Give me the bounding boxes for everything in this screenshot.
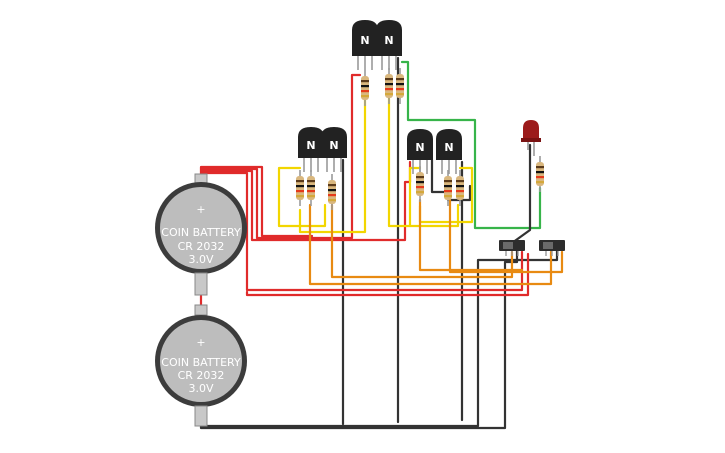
resistor[interactable]	[296, 170, 304, 206]
transistor-label: N	[384, 34, 393, 47]
resistors	[296, 68, 544, 210]
battery-voltage: 3.0V	[188, 382, 213, 395]
transistor-pair-left: N N	[298, 127, 347, 172]
led-rim	[521, 138, 541, 142]
wire-green[interactable]	[400, 60, 542, 230]
battery-label: COIN BATTERY	[161, 226, 241, 239]
battery-face	[160, 320, 242, 402]
transistor-q2[interactable]: N	[376, 20, 402, 70]
wire-yellow-4[interactable]	[408, 166, 422, 228]
transistor-label: N	[360, 34, 369, 47]
coin-battery-2[interactable]: + COIN BATTERY CR 2032 3.0V	[155, 304, 247, 427]
transistor-pair-top: N N	[352, 20, 402, 70]
battery-voltage: 3.0V	[188, 253, 213, 266]
resistor[interactable]	[307, 170, 315, 206]
led-body	[523, 120, 539, 140]
battery-terminal-bottom	[194, 272, 208, 296]
battery-terminal-bottom	[194, 405, 208, 427]
battery-face	[160, 187, 242, 269]
wire-vcc-5[interactable]	[245, 252, 530, 297]
yellow-wires	[277, 96, 474, 234]
battery-label: COIN BATTERY	[161, 356, 241, 369]
transistor-q1[interactable]: N	[352, 20, 378, 70]
battery-model: CR 2032	[178, 240, 225, 253]
resistor[interactable]	[456, 170, 464, 206]
resistor[interactable]	[385, 68, 393, 104]
orange-wires	[308, 198, 564, 286]
transistor-label: N	[306, 139, 315, 152]
transistor-q4[interactable]: N	[321, 127, 347, 172]
wire-orange-3[interactable]	[418, 198, 524, 272]
transistor-label: N	[444, 141, 453, 154]
transistor-q3[interactable]: N	[298, 127, 324, 172]
resistor[interactable]	[396, 68, 404, 104]
wire-orange-1[interactable]	[308, 203, 553, 286]
transistor-pair-right: N N	[407, 129, 462, 174]
switch-knob[interactable]	[503, 242, 513, 249]
battery-positive-mark: +	[196, 203, 205, 216]
led-red[interactable]	[521, 120, 541, 156]
coin-battery-1[interactable]: + COIN BATTERY CR 2032 3.0V	[155, 173, 247, 296]
resistor[interactable]	[328, 174, 336, 210]
wire-ground-2[interactable]	[199, 246, 559, 428]
transistor-label: N	[329, 139, 338, 152]
transistor-q6[interactable]: N	[436, 129, 462, 174]
transistor-label: N	[415, 141, 424, 154]
wire-yellow-1[interactable]	[277, 166, 327, 228]
battery-model: CR 2032	[178, 369, 225, 382]
resistor[interactable]	[444, 170, 452, 206]
battery-positive-mark: +	[196, 336, 205, 349]
switch-knob[interactable]	[543, 242, 553, 249]
wire-led-black[interactable]	[503, 143, 532, 250]
wire-orange-2[interactable]	[330, 203, 514, 279]
wire-vcc-2[interactable]	[199, 73, 362, 240]
resistor[interactable]	[361, 70, 369, 106]
wire-vcc-4[interactable]	[199, 171, 524, 292]
battery-terminal-top	[194, 304, 208, 316]
wires	[199, 56, 564, 430]
resistor[interactable]	[536, 156, 544, 192]
wire-yellow-3[interactable]	[387, 96, 460, 228]
wire-ground-main[interactable]	[199, 246, 519, 430]
wire-orange-4[interactable]	[448, 198, 564, 274]
resistor[interactable]	[416, 166, 424, 202]
wire-ground-q3b[interactable]	[430, 158, 450, 194]
slide-switch-1[interactable]	[499, 240, 525, 256]
slide-switch-2[interactable]	[539, 240, 565, 256]
